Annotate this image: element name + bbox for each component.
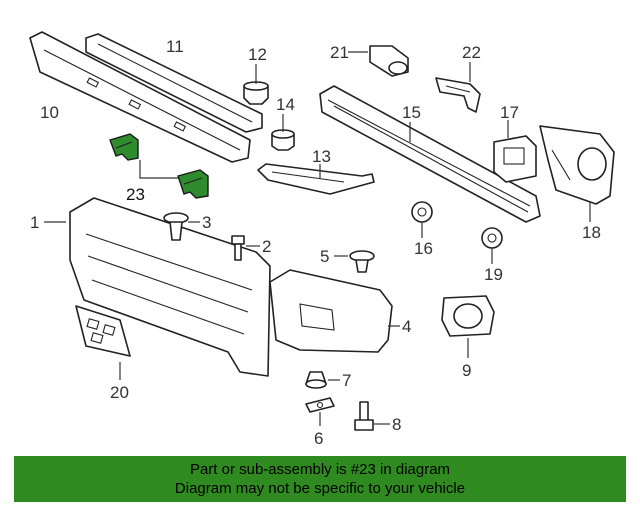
part-3-clip[interactable] [163, 212, 189, 241]
part-20-plate-bracket[interactable] [75, 305, 131, 357]
callout-16: 16 [414, 239, 433, 258]
callout-5: 5 [320, 247, 329, 266]
callout-10: 10 [40, 103, 59, 122]
callout-8: 8 [392, 415, 401, 434]
part-4-corner-cover[interactable] [269, 269, 393, 353]
callout-9: 9 [462, 361, 471, 380]
callout-1: 1 [30, 213, 39, 232]
leader-23 [139, 160, 178, 179]
callout-15: 15 [402, 103, 421, 122]
part-8-bolt[interactable] [354, 401, 374, 431]
callout-6: 6 [314, 429, 323, 448]
callout-2: 2 [262, 237, 271, 256]
part-18-side-support[interactable] [539, 125, 615, 205]
callout-12: 12 [248, 45, 267, 64]
part-2-bolt[interactable] [231, 235, 245, 261]
callout-23: 23 [126, 185, 145, 204]
part-23-bracket-upper[interactable] [109, 133, 139, 161]
part-14-nut[interactable] [271, 129, 295, 151]
part-17-mount[interactable] [493, 135, 537, 183]
part-15-bumper-beam[interactable] [319, 85, 541, 223]
callout-4: 4 [402, 317, 411, 336]
callout-3: 3 [202, 213, 211, 232]
part-12-nut[interactable] [243, 81, 269, 105]
callout-17: 17 [500, 103, 519, 122]
callout-13: 13 [312, 147, 331, 166]
part-19-clip[interactable] [481, 227, 503, 249]
part-7-nut[interactable] [305, 371, 327, 389]
info-banner: Part or sub-assembly is #23 in diagram D… [14, 456, 626, 502]
part-21-sensor[interactable] [369, 45, 409, 77]
callout-21: 21 [330, 43, 349, 62]
part-13-strip[interactable] [257, 163, 375, 195]
callout-22: 22 [462, 43, 481, 62]
callout-7: 7 [342, 371, 351, 390]
part-10-reinforcement[interactable] [29, 31, 251, 163]
banner-line-1: Part or sub-assembly is #23 in diagram [189, 461, 451, 478]
part-9-fog-bezel[interactable] [441, 295, 495, 337]
part-16-clip[interactable] [411, 201, 433, 223]
callout-19: 19 [484, 265, 503, 284]
callout-14: 14 [276, 95, 295, 114]
banner-line-2: Diagram may not be specific to your vehi… [174, 480, 466, 497]
parts-diagram: 10 11 12 14 13 21 22 15 17 18 16 19 23 1… [29, 31, 615, 448]
callout-18: 18 [582, 223, 601, 242]
part-6-washer[interactable] [305, 397, 335, 413]
part-22-bracket[interactable] [435, 77, 481, 113]
part-11-upper-bar[interactable] [85, 33, 263, 133]
part-5-clip[interactable] [349, 250, 375, 273]
callout-11: 11 [166, 37, 184, 56]
part-23-bracket-lower[interactable] [177, 169, 209, 199]
callout-20: 20 [110, 383, 129, 402]
